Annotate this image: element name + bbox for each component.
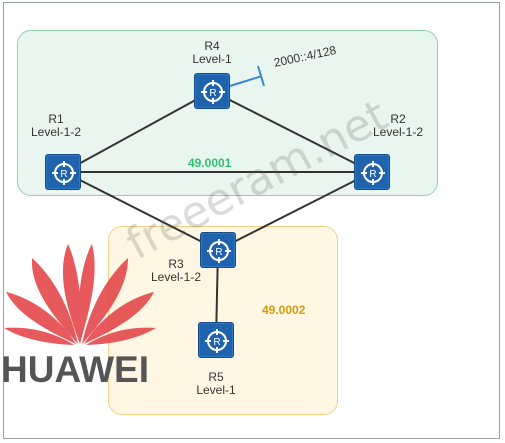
r1-level: Level-1-2 (30, 125, 82, 139)
loopback-tick (257, 65, 265, 87)
area-1-id: 49.0001 (188, 156, 232, 170)
svg-text:R: R (213, 337, 220, 348)
r3-level: Level-1-2 (150, 270, 202, 284)
r4-name: R4 (204, 39, 220, 53)
link-r2-r3 (217, 171, 373, 251)
link-r1-r3 (63, 171, 219, 251)
svg-text:R: R (209, 88, 216, 99)
r5-label: R5 Level-1 (186, 371, 246, 397)
loopback-stub (229, 75, 263, 87)
brand-name: HUAWEI (1, 349, 149, 390)
r2-label: R2 Level-1-2 (362, 113, 434, 139)
r3-name: R3 (168, 257, 184, 271)
router-r2-icon: R (354, 154, 390, 190)
r4-label: R4 Level-1 (182, 40, 242, 66)
r1-label: R1 Level-1-2 (20, 113, 92, 139)
svg-text:R: R (369, 169, 376, 180)
r2-level: Level-1-2 (372, 125, 424, 139)
link-r4-r2 (211, 90, 373, 173)
r3-label: R3 Level-1-2 (140, 258, 212, 284)
r2-name: R2 (390, 112, 406, 126)
r1-name: R1 (48, 112, 64, 126)
router-r5-icon: R (198, 322, 234, 358)
r5-name: R5 (208, 370, 224, 384)
svg-text:R: R (60, 169, 67, 180)
svg-text:R: R (215, 247, 222, 258)
r4-level: Level-1 (192, 52, 232, 66)
area-2-id: 49.0002 (262, 303, 306, 317)
link-r1-r4 (63, 90, 213, 173)
huawei-logo-icon (4, 244, 156, 345)
r5-level: Level-1 (196, 383, 236, 397)
router-r4-icon: R (194, 73, 230, 109)
router-r1-icon: R (45, 154, 81, 190)
router-r3-icon: R (200, 232, 236, 268)
